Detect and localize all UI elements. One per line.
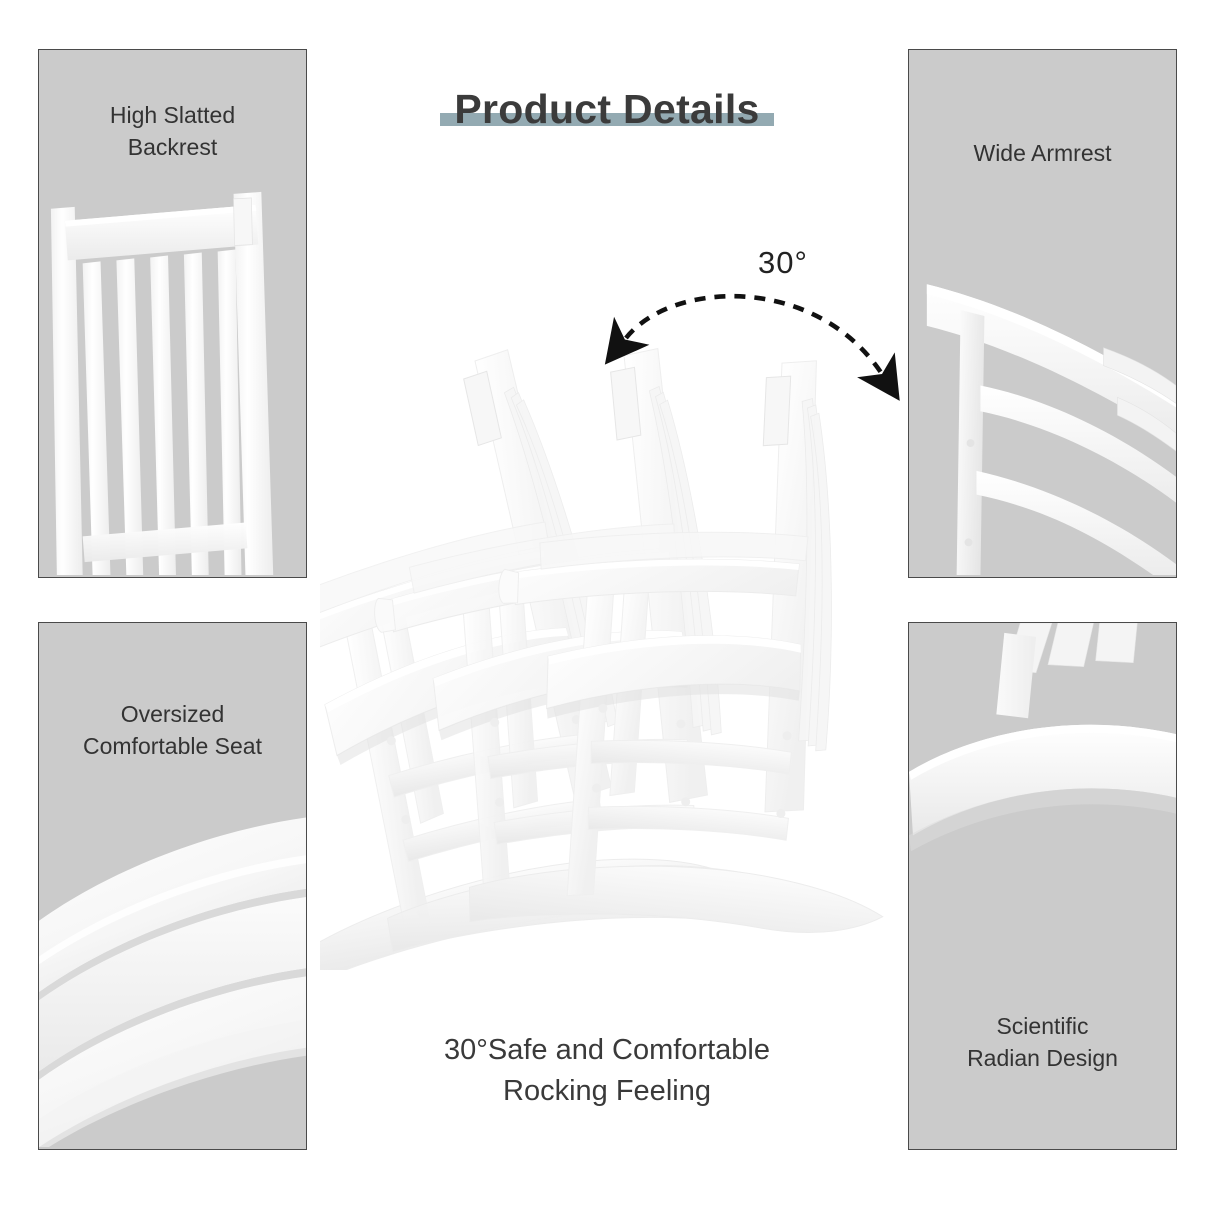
oversized-seat-photo bbox=[39, 817, 306, 1148]
feature-panel-armrest: Wide Armrest bbox=[908, 49, 1177, 578]
center-caption: 30°Safe and Comfortable Rocking Feeling bbox=[444, 1034, 770, 1108]
title-underline-bar bbox=[440, 113, 774, 127]
wide-armrest-photo bbox=[926, 284, 1176, 576]
page-title-block: Product Details bbox=[0, 86, 1214, 133]
angle-arc-arrow bbox=[604, 294, 900, 401]
panel-label-backrest: High Slatted Backrest bbox=[109, 102, 236, 160]
feature-panel-backrest: High Slatted Backrest bbox=[38, 49, 307, 578]
angle-value-label: 30° bbox=[758, 245, 808, 280]
feature-panel-seat: Oversized Comfortable Seat bbox=[38, 622, 307, 1150]
page-title: Product Details bbox=[454, 86, 760, 132]
panel-label-armrest: Wide Armrest bbox=[973, 140, 1112, 166]
panel-label-seat: Oversized Comfortable Seat bbox=[83, 701, 262, 759]
radian-rocker-photo bbox=[909, 623, 1176, 1148]
panel-label-radian: Scientific Radian Design bbox=[967, 1013, 1118, 1071]
feature-panel-radian: Scientific Radian Design bbox=[908, 622, 1177, 1150]
slatted-backrest-photo bbox=[50, 191, 274, 576]
rocking-chair-motion-sequence bbox=[320, 330, 900, 970]
title-inner: Product Details bbox=[440, 86, 774, 133]
